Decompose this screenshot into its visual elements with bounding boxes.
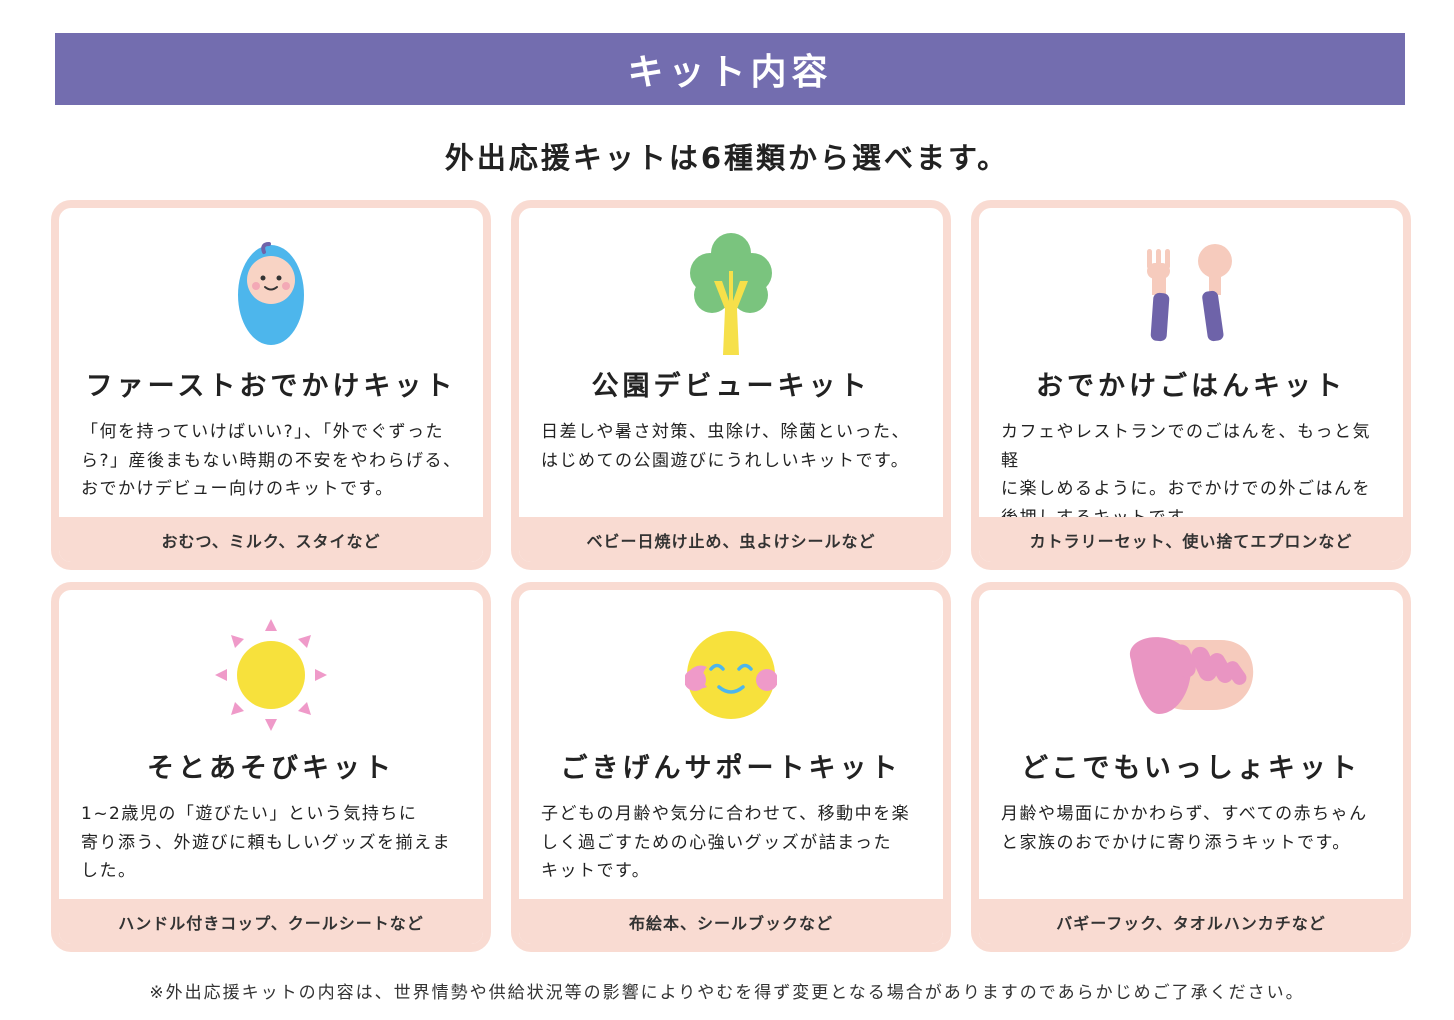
sun-icon: [59, 616, 483, 734]
page-subtitle: 外出応援キットは6種類から選べます。: [444, 141, 1010, 175]
hands-icon: [979, 616, 1403, 734]
card-footer-items: ハンドル付きコップ、クールシートなど: [59, 899, 483, 944]
kit-card-outdoor-play: そとあそびキット 1~2歳児の「遊びたい」という気持ちに 寄り添う、外遊びに頼も…: [51, 582, 491, 952]
smiley-icon: [519, 616, 943, 734]
card-description: カフェやレストランでのごはんを、もっと気軽 に楽しめるように。おでかけでの外ごは…: [1001, 422, 1371, 528]
card-footer-items: カトラリーセット、使い捨てエプロンなど: [979, 517, 1403, 562]
card-description: 月齢や場面にかかわらず、すべての赤ちゃん と家族のおでかけに寄り添うキットです。: [1001, 804, 1368, 853]
baby-icon: [59, 234, 483, 352]
kit-card-outing-meal: おでかけごはんキット カフェやレストランでのごはんを、もっと気軽 に楽しめるよう…: [971, 200, 1411, 570]
card-footer-items: ベビー日焼け止め、虫よけシールなど: [519, 517, 943, 562]
card-title: ごきげんサポートキット: [560, 753, 902, 784]
card-title: ファーストおでかけキット: [85, 371, 457, 402]
header-title: キット内容: [627, 52, 833, 93]
card-title: そとあそびキット: [147, 753, 395, 784]
card-description: 「何を持っていけばいい?」、「外でぐずった ら?」産後まもない時期の不安をやわら…: [81, 422, 462, 499]
card-description: 日差しや暑さ対策、虫除け、除菌といった、 はじめての公園遊びにうれしいキットです…: [541, 422, 910, 471]
cutlery-icon: [979, 234, 1403, 352]
card-footer-items: 布絵本、シールブックなど: [519, 899, 943, 944]
card-title: 公園デビューキット: [591, 371, 871, 402]
card-title: どこでもいっしょキット: [1021, 753, 1361, 784]
tree-icon: [519, 233, 943, 355]
card-footer-items: おむつ、ミルク、スタイなど: [59, 517, 483, 562]
card-description: 子どもの月齢や気分に合わせて、移動中を楽 しく過ごすための心強いグッズが詰まった…: [541, 804, 911, 881]
card-footer-items: バギーフック、タオルハンカチなど: [979, 899, 1403, 944]
disclaimer-note: ※外出応援キットの内容は、世界情勢や供給状況等の影響によりやむを得ず変更となる場…: [149, 983, 1305, 1003]
header-banner: キット内容: [55, 33, 1405, 105]
kit-card-good-mood-support: ごきげんサポートキット 子どもの月齢や気分に合わせて、移動中を楽 しく過ごすため…: [511, 582, 951, 952]
card-description: 1~2歳児の「遊びたい」という気持ちに 寄り添う、外遊びに頼もしいグッズを揃えま…: [81, 804, 451, 881]
card-title: おでかけごはんキット: [1036, 371, 1346, 402]
kit-card-first-outing: ファーストおでかけキット 「何を持っていけばいい?」、「外でぐずった ら?」産後…: [51, 200, 491, 570]
kit-card-anywhere-together: どこでもいっしょキット 月齢や場面にかかわらず、すべての赤ちゃん と家族のおでか…: [971, 582, 1411, 952]
kit-card-park-debut: 公園デビューキット 日差しや暑さ対策、虫除け、除菌といった、 はじめての公園遊び…: [511, 200, 951, 570]
